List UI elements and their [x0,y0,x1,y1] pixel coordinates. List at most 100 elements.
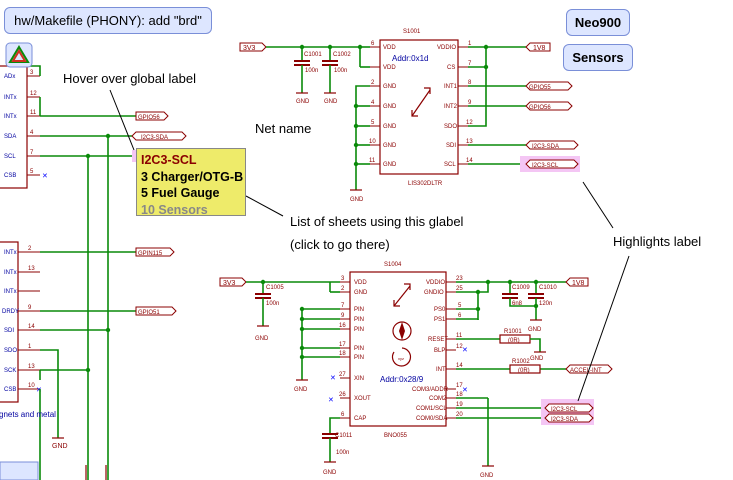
svg-text:XOUT: XOUT [354,396,371,402]
power-3v3-top[interactable]: 3V3 [239,42,267,52]
svg-text:10: 10 [369,139,376,145]
tooltip-sheet-link[interactable]: 5 Fuel Gauge [141,186,220,200]
glabel-i2c3-sda-bottom[interactable]: I2C3-SDA [544,413,594,423]
left1-pin-label: INTx [4,114,17,120]
glabel-gpio56-right[interactable]: GPIO56 [525,101,573,111]
svg-text:VDDIO: VDDIO [426,280,445,286]
svg-text:11: 11 [456,333,463,339]
makefile-button[interactable]: hw/Makefile (PHONY): add "brd" [4,7,212,34]
glabel-i2c3-sda-right[interactable]: I2C3-SDA [525,140,579,150]
svg-text:PIN: PIN [354,346,364,352]
svg-text:25: 25 [456,286,463,292]
svg-text:GPIN115: GPIN115 [138,251,163,257]
left1-pin-num: 5 [30,169,34,175]
chip-lis302dl[interactable]: S1001 LIS302DLTR Addr:0x1d VDD VDD GND G… [369,29,473,187]
svg-text:27: 27 [339,372,346,378]
no-connect-icon: ✕ [462,387,468,394]
tooltip-sheet-link[interactable]: 3 Charger/OTG-B [141,169,244,184]
left1-pin-num: 11 [30,110,37,116]
resistor-r1001[interactable]: (0R) R1001 GND [499,329,546,362]
left1-pin-num: 4 [30,130,34,136]
svg-text:I2C3-SDA: I2C3-SDA [141,135,168,141]
svg-text:SDO: SDO [444,124,457,130]
svg-text:12: 12 [466,120,473,126]
svg-text:5: 5 [371,120,375,126]
svg-text:100n: 100n [266,301,279,307]
left2-pin-label: SDI [4,328,14,334]
left1-pin-label: INTx [4,95,17,101]
glabel-gpio56-left[interactable]: GPIO56 [135,111,169,121]
warning-icon[interactable] [5,42,33,68]
resistor-r1002[interactable]: (0R) R1002 [509,359,541,374]
project-button[interactable]: Neo900 [566,9,630,36]
left2-pin-label: DRDY [2,309,19,315]
svg-text:20: 20 [456,412,463,418]
svg-text:GND: GND [383,124,397,130]
glabel-i2c3-scl-right-highlighted[interactable]: I2C3-SCL [520,156,580,172]
svg-text:INT: INT [436,367,446,373]
svg-text:INT1: INT1 [444,84,458,90]
svg-text:3V3: 3V3 [243,45,256,52]
glabel-gpin115[interactable]: GPIN115 [135,247,175,257]
svg-text:19: 19 [456,402,463,408]
svg-text:3: 3 [341,276,345,282]
svg-text:C1009: C1009 [512,285,530,291]
sheet-button[interactable]: Sensors [563,44,633,71]
glabel-gpio51[interactable]: GPIO51 [135,306,177,316]
svg-text:PIN: PIN [354,327,364,333]
gnd-label: GND [52,443,68,450]
capacitor-c1010[interactable]: GND C1010 120n [528,282,557,333]
svg-text:GND: GND [383,84,397,90]
capacitor-c1002[interactable]: GND C1002 100n [322,47,351,105]
power-1v8-bottom[interactable]: 1V8 [565,277,589,287]
tooltip-net-name: I2C3-SCL [141,153,197,167]
svg-text:14: 14 [456,363,463,369]
bottom-corner-button[interactable] [0,461,39,480]
svg-text:GND: GND [383,104,397,110]
svg-text:16: 16 [339,323,346,329]
left1-pin-label: SCL [4,154,16,160]
svg-text:100n: 100n [334,68,347,74]
svg-text:I2C3-SCL: I2C3-SCL [532,163,559,169]
capacitor-c1009[interactable]: C1009 6n8 [502,282,536,307]
left1-pin-num: 7 [30,150,34,156]
left2-pin-num: 9 [28,305,32,311]
svg-text:GND: GND [530,356,544,362]
svg-text:18: 18 [456,392,463,398]
chip-addr: Addr:0x28/9 [380,375,424,384]
svg-text:C1005: C1005 [266,285,284,291]
svg-text:I2C3-SDA: I2C3-SDA [532,144,559,150]
left1-pin-num: 3 [30,70,34,76]
svg-text:I2C3-SCL: I2C3-SCL [551,407,578,413]
left2-pin-num: 2 [28,246,32,252]
no-connect-icon: ✕ [330,375,336,382]
glabel-i2c3-sda-left[interactable]: I2C3-SDA [131,131,187,141]
svg-text:6: 6 [371,41,375,47]
svg-text:GPIO56: GPIO56 [138,115,160,121]
chip-bno055[interactable]: S1004 BNO055 Addr:0x28/9 xyz VDD GND PIN… [339,262,463,439]
svg-text:CS: CS [447,65,455,71]
chip-addr: Addr:0x1d [392,54,428,63]
power-3v3-bottom[interactable]: 3V3 [219,277,247,287]
left2-pin-label: INTx [4,289,17,295]
glabel-sheet-list-tooltip[interactable]: I2C3-SCL 3 Charger/OTG-B 5 Fuel Gauge 10… [136,148,246,216]
capacitor-c1011[interactable]: GND C1011 100n [322,433,353,476]
tooltip-sheet-current: 10 Sensors [141,202,208,216]
svg-text:4: 4 [371,100,375,106]
power-1v8-top[interactable]: 1V8 [525,42,551,52]
svg-text:C1010: C1010 [539,285,557,291]
svg-text:2: 2 [341,286,345,292]
svg-text:12: 12 [456,344,463,350]
svg-text:18: 18 [339,351,346,357]
annotation-net-name: Net name [255,121,311,136]
left2-pin-label: SCK [4,368,16,374]
svg-text:9: 9 [468,100,472,106]
svg-text:6: 6 [341,412,345,418]
capacitor-c1001[interactable]: GND C1001 100n [294,47,322,105]
left2-pin-num: 1 [28,344,32,350]
svg-text:VDD: VDD [354,280,367,286]
svg-text:PIN: PIN [354,317,364,323]
glabel-gpio55-right[interactable]: GPIO55 [525,81,573,91]
capacitor-c1005[interactable]: GND C1005 100n [255,282,284,342]
